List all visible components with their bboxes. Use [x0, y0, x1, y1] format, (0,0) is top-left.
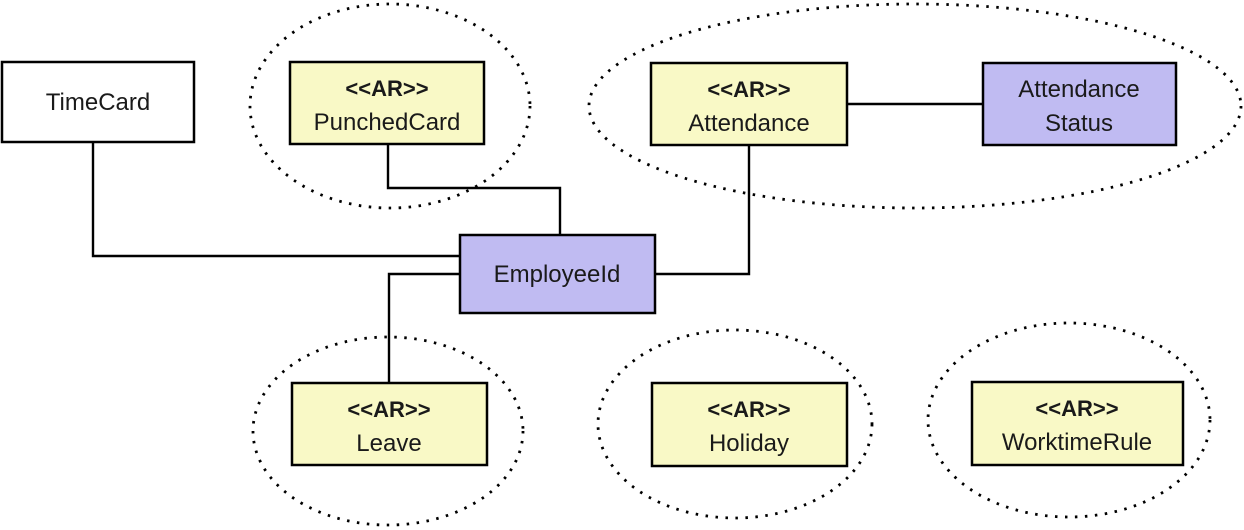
punchedcard-stereotype: <<AR>>: [345, 76, 428, 101]
worktime-rule-label: WorktimeRule: [1002, 429, 1152, 456]
worktimerule-boundary-ellipse: [926, 321, 1212, 519]
attendance-employeeid-connector: [655, 145, 751, 276]
attendance-boundary-ellipse: [587, 2, 1243, 210]
attendance-status-label-line2: Status: [1045, 110, 1113, 137]
employee-id-box: [458, 233, 657, 315]
leave-node: <<AR>> Leave: [290, 381, 489, 467]
leave-stereotype: <<AR>>: [347, 397, 430, 422]
holiday-stereotype: <<AR>>: [707, 397, 790, 422]
worktime-rule-stereotype: <<AR>>: [1035, 396, 1118, 421]
holiday-boundary-ellipse: [596, 328, 874, 520]
worktime-rule-box: [970, 380, 1185, 467]
attendance-status-node: Attendance Status: [981, 61, 1178, 147]
attendance-status-label-line1: Attendance: [1018, 76, 1139, 103]
timecard-employeeid-connector: [91, 142, 460, 258]
punchedcard-box: [288, 60, 486, 146]
timecard-node: TimeCard: [0, 60, 196, 144]
timecard-box: [0, 60, 196, 144]
leave-boundary-ellipse: [251, 335, 525, 527]
punchedcard-employeeid-connector: [386, 144, 562, 235]
worktime-rule-node: <<AR>> WorktimeRule: [970, 380, 1185, 467]
punchedcard-node: <<AR>> PunchedCard: [288, 60, 486, 146]
employee-id-label: EmployeeId: [494, 261, 621, 288]
holiday-node: <<AR>> Holiday: [650, 381, 849, 468]
attendance-stereotype: <<AR>>: [707, 77, 790, 102]
punchedcard-label: PunchedCard: [314, 109, 461, 136]
leave-box: [290, 381, 489, 467]
holiday-label: Holiday: [709, 430, 789, 457]
punchedcard-boundary-ellipse: [248, 2, 532, 210]
attendance-status-box: [981, 61, 1178, 147]
attendance-label: Attendance: [688, 110, 809, 137]
attendance-box: [649, 61, 849, 147]
leave-employeeid-connector: [387, 272, 460, 383]
timecard-label: TimeCard: [46, 89, 150, 116]
leave-label: Leave: [356, 430, 421, 457]
employee-id-node: EmployeeId: [458, 233, 657, 315]
holiday-box: [650, 381, 849, 468]
attendance-node: <<AR>> Attendance: [649, 61, 849, 147]
